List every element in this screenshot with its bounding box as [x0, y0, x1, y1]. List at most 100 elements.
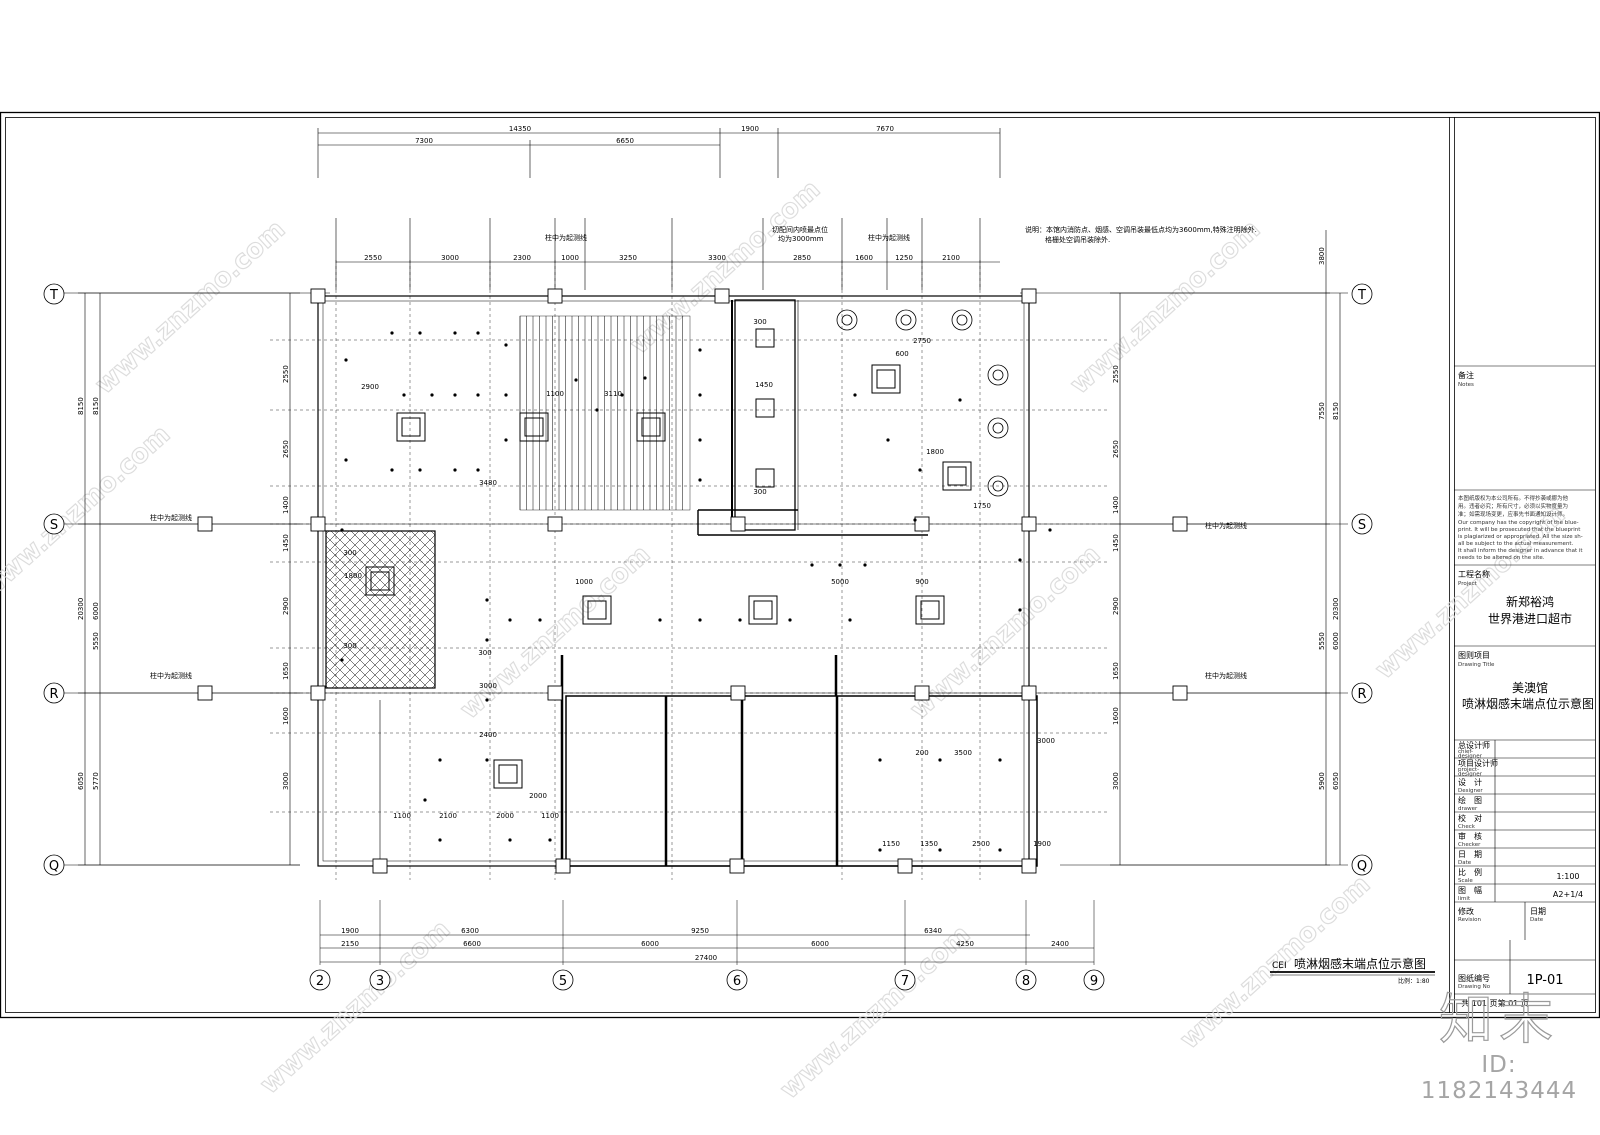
- dim-label: 20300: [1332, 598, 1340, 620]
- dim-label: 6340: [924, 927, 942, 935]
- dim-label: 3250: [619, 254, 637, 262]
- dim-label: 2650: [1112, 440, 1120, 458]
- sprinkler-head: [438, 838, 442, 842]
- dim-label: 1100: [393, 812, 411, 820]
- distribution-room-note: 切配间内喷最点位: [772, 225, 828, 234]
- column: [555, 858, 571, 874]
- tb-date-en: Date: [1458, 860, 1472, 866]
- tb-rev-date-en: Date: [1530, 917, 1544, 923]
- column: [547, 685, 563, 701]
- column: [730, 685, 746, 701]
- column: [197, 685, 213, 701]
- sprinkler-head: [402, 393, 406, 397]
- sprinkler-heads: [340, 331, 1052, 852]
- bottom-dimensions: [320, 934, 1094, 963]
- column: [310, 516, 326, 532]
- tb-rev-date: 日期: [1530, 907, 1546, 916]
- tb-designer-en: Designer: [1458, 788, 1483, 794]
- dim-label: 1750: [973, 502, 991, 510]
- dim-label: 2000: [529, 792, 547, 800]
- brand-watermark: 知末 ID: 1182143444: [1404, 989, 1594, 1104]
- tb-check-en: Check: [1458, 824, 1476, 830]
- dim-label: 1800: [344, 572, 362, 580]
- smoke-detector-inner: [992, 369, 1004, 381]
- dim-label: 8150: [77, 397, 85, 415]
- smoke-detector-inner: [992, 480, 1004, 492]
- column: [310, 685, 326, 701]
- dim-label: 2500: [972, 840, 990, 848]
- grid-row-label: R: [1357, 687, 1366, 702]
- dim-label: 1350: [920, 840, 938, 848]
- tb-chief-en: chief-: [1458, 749, 1473, 755]
- sprinkler-head: [508, 618, 512, 622]
- ac-unit-inner: [524, 417, 544, 437]
- dim-label: 3000: [1112, 772, 1120, 790]
- dim-label: 300: [753, 318, 766, 326]
- tb-copyright-en: print. It will be prosecuted that the bl…: [1458, 527, 1581, 533]
- tb-chief: 总设计师: [1458, 740, 1490, 750]
- right-dimension-labels: 3800 7550 5550 5900 8150 20300 6000 6050…: [1112, 247, 1340, 790]
- sprinkler-head: [886, 438, 890, 442]
- exhaust-vent: [755, 398, 775, 418]
- column: [1172, 516, 1188, 532]
- dim-label: 6000: [92, 602, 100, 620]
- sprinkler-head: [340, 528, 344, 532]
- tb-project-name: 世界港进口超市: [1488, 611, 1572, 626]
- sprinkler-head: [476, 393, 480, 397]
- sprinkler-head: [738, 618, 742, 622]
- dim-label: 2650: [282, 440, 290, 458]
- dim-label: 9250: [691, 927, 709, 935]
- sprinkler-head: [476, 331, 480, 335]
- sprinkler-head: [863, 563, 867, 567]
- tb-project-designer-en: project-: [1458, 767, 1479, 773]
- dim-label: 1000: [575, 578, 593, 586]
- ac-unit-outer: [748, 595, 778, 625]
- dim-label: 1150: [882, 840, 900, 848]
- dim-label: 2550: [282, 365, 290, 383]
- title-block-text: 备注 Notes 本图纸版权为本公司所有。不得抄袭或挪为他 用。违者必究；所有尺…: [1458, 370, 1594, 1008]
- dim-label: 6300: [461, 927, 479, 935]
- sprinkler-head: [938, 758, 942, 762]
- dim-label: 1400: [1112, 496, 1120, 514]
- dim-label: 900: [915, 578, 928, 586]
- sprinkler-head: [913, 518, 917, 522]
- dim-label: 2850: [793, 254, 811, 262]
- column: [1021, 685, 1037, 701]
- dim-label: 200: [915, 749, 928, 757]
- sprinkler-head: [620, 393, 624, 397]
- smoke-detector-inner: [956, 314, 968, 326]
- grid-bubble-labels: T S R Q T S R Q 2 3 5 6 7 8 9: [49, 288, 1367, 989]
- dim-label: 2300: [513, 254, 531, 262]
- sprinkler-head: [504, 343, 508, 347]
- grid-row-label: T: [1357, 288, 1366, 303]
- sprinkler-head: [698, 618, 702, 622]
- sprinkler-head: [1018, 608, 1022, 612]
- dim-label: 4250: [956, 940, 974, 948]
- inner-dimension-labels: 2900 1100 3110 1450 600 2750 1800 1750 3…: [343, 318, 1055, 848]
- sprinkler-head: [848, 618, 852, 622]
- column-axis-note: 柱中为起测线: [868, 233, 910, 242]
- dim-label: 1450: [755, 381, 773, 389]
- top-dimension-labels: 14350 1900 7670 7300 6650 2550 3000 2300…: [364, 125, 960, 262]
- sprinkler-head: [658, 618, 662, 622]
- grid-bubbles: [43, 283, 1373, 991]
- dim-label: 3000: [1037, 737, 1055, 745]
- grid-col-label: 3: [376, 974, 384, 989]
- tb-check: 校 对: [1458, 813, 1482, 823]
- dim-label: 3000: [479, 682, 497, 690]
- sprinkler-head: [485, 758, 489, 762]
- smoke-detector: [987, 475, 1009, 497]
- sprinkler-head: [423, 798, 427, 802]
- watermark-url: www.znzmo.com: [905, 539, 1107, 725]
- ac-unit-inner: [498, 764, 518, 784]
- title-block: [1454, 365, 1595, 995]
- tb-designer: 设 计: [1458, 777, 1482, 787]
- smoke-detector: [895, 309, 917, 331]
- column: [547, 288, 563, 304]
- tb-copyright: 用。违者必究；所有尺寸，必须以实物度量为: [1458, 502, 1568, 510]
- dim-label: 2100: [942, 254, 960, 262]
- column: [372, 858, 388, 874]
- dim-label: 6600: [463, 940, 481, 948]
- grid-row-label: Q: [49, 859, 59, 874]
